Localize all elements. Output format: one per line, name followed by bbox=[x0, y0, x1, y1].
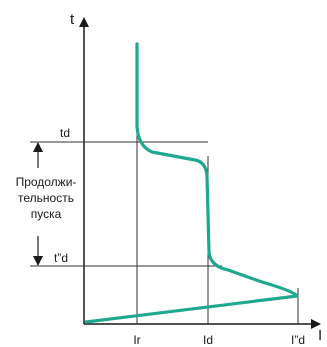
id-label: Id bbox=[203, 333, 213, 347]
t-axis-label: t bbox=[70, 11, 75, 28]
duration-label-line-2: тельность bbox=[18, 191, 74, 205]
duration-label-line-1: Продолжи- bbox=[16, 175, 77, 189]
i-dd-label: I”d bbox=[291, 333, 305, 347]
i-axis-label: I bbox=[318, 327, 322, 344]
td-label: td bbox=[60, 126, 70, 140]
ir-label: Ir bbox=[133, 333, 140, 347]
tripping-curve bbox=[84, 42, 299, 324]
duration-label-line-3: пуска bbox=[31, 207, 62, 221]
t-dd-label: t”d bbox=[54, 251, 68, 265]
